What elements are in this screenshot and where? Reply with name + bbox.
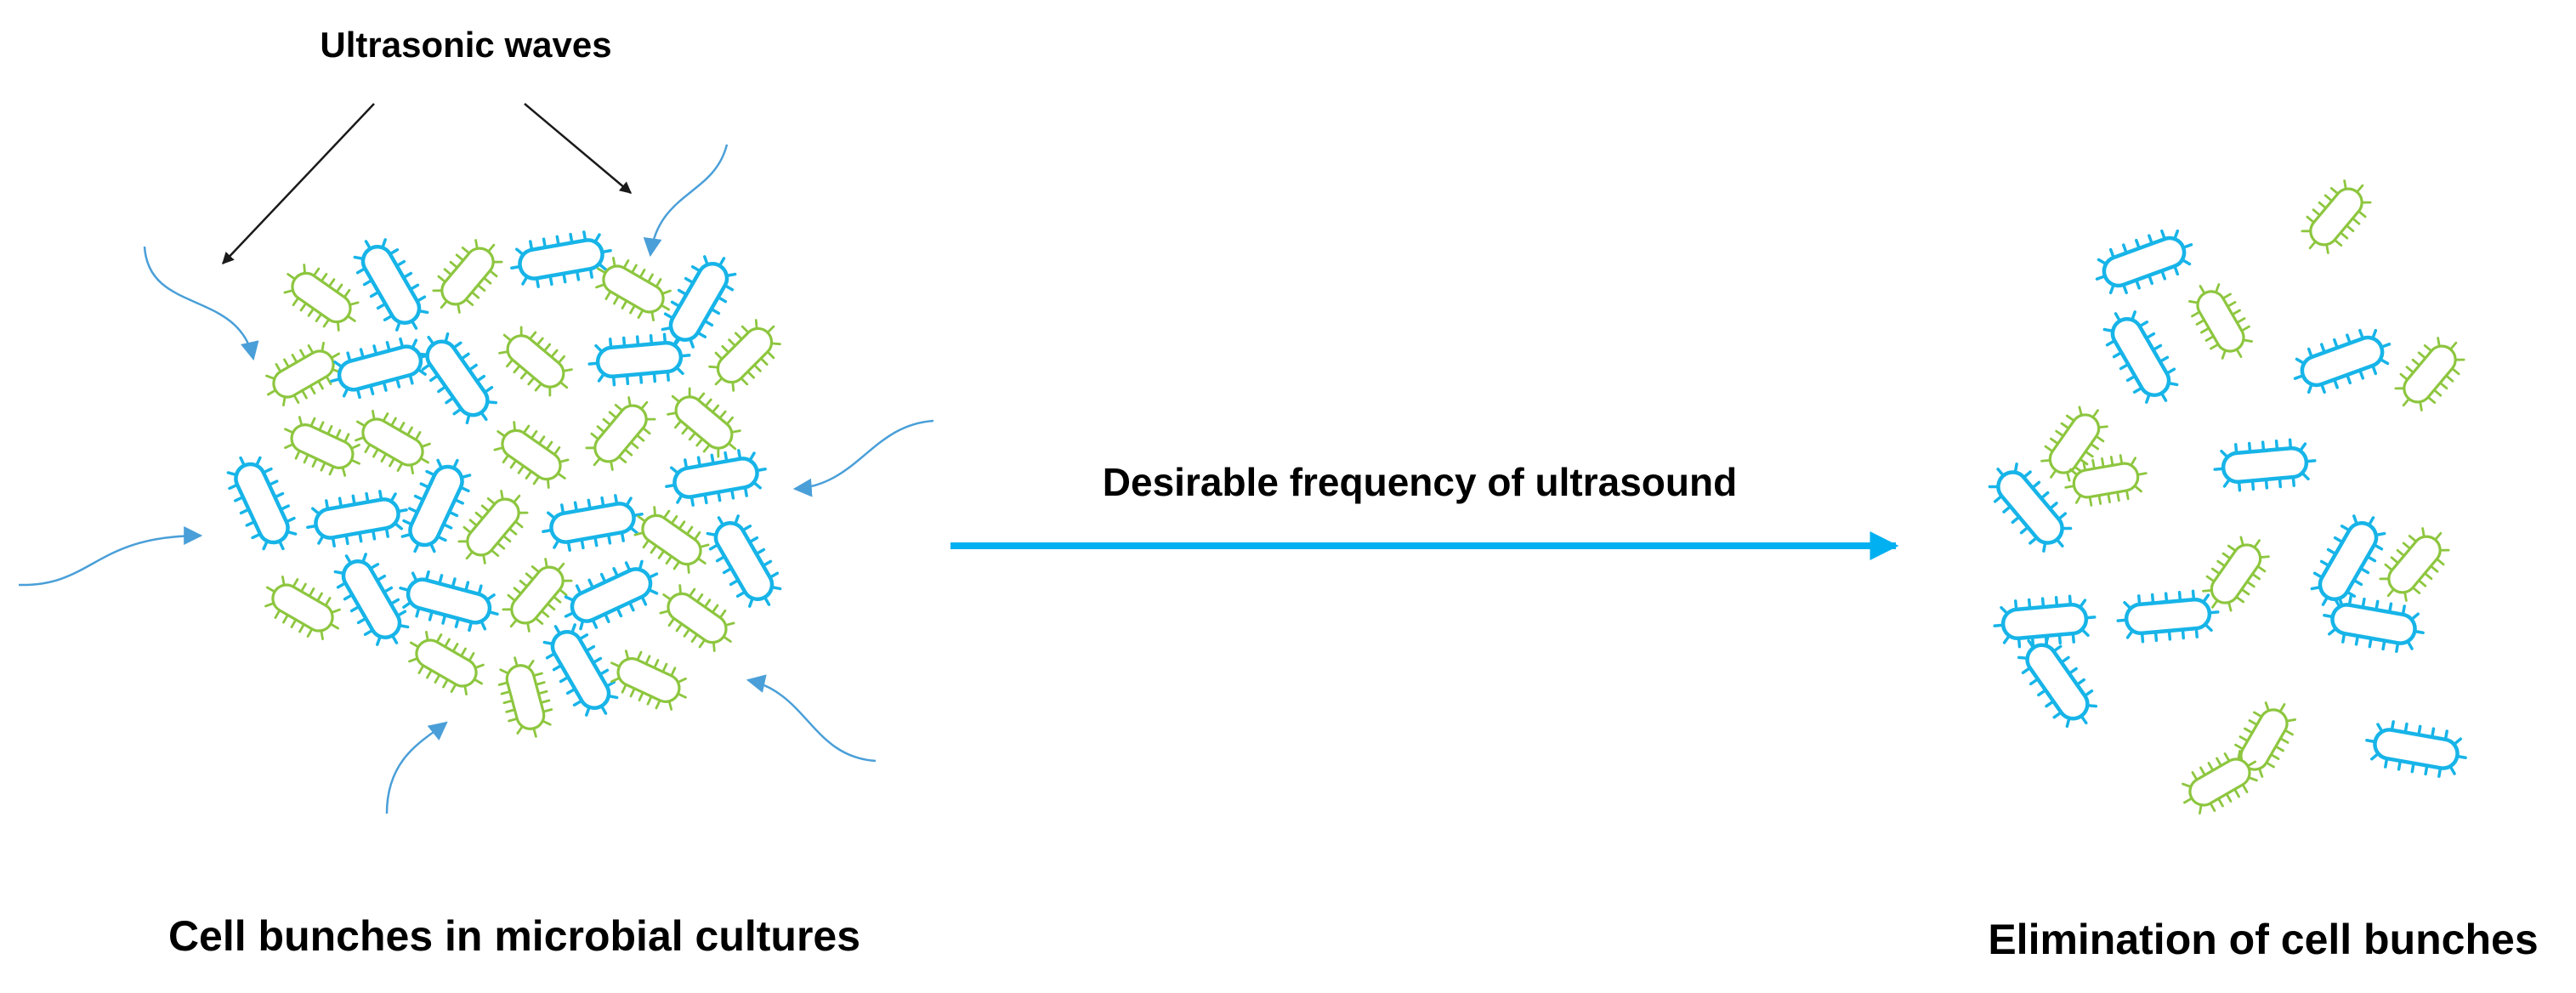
curved-wave-arrow-icon [385,721,448,814]
rod-bacterium-icon [400,458,472,553]
rod-bacterium-icon [284,416,360,477]
rod-bacterium-icon [498,326,573,397]
rod-bacterium-icon [610,650,687,711]
rod-bacterium-icon [1988,462,2073,553]
rod-bacterium-icon [333,553,410,646]
rod-bacterium-icon [2394,337,2465,411]
rod-bacterium-icon [2365,720,2467,778]
rod-bacterium-icon [2323,595,2425,653]
rod-bacterium-icon [355,410,431,474]
rod-bacterium-icon [457,490,529,565]
rod-bacterium-icon [283,264,360,332]
rod-bacterium-icon [667,387,741,458]
rod-bacterium-icon [2017,635,2098,729]
pointer-arrow-left [222,103,375,265]
rod-bacterium-icon [564,559,659,631]
right-caption: Elimination of cell bunches [1988,916,2538,963]
rod-bacterium-icon [542,623,619,717]
rod-bacterium-icon [2202,536,2270,612]
curved-wave-arrow-icon [643,144,729,258]
rod-bacterium-icon [708,319,781,392]
rod-bacterium-icon [661,255,737,349]
rod-bacterium-icon [353,238,429,332]
curved-wave-arrow-icon [143,246,259,361]
rod-bacterium-icon [2310,514,2386,608]
rod-bacterium-icon [633,506,710,574]
pointer-arrow-right [524,103,633,194]
curved-wave-arrow-icon [746,674,877,763]
rod-bacterium-icon [542,494,644,552]
scattered-cells [1988,179,2467,814]
rod-bacterium-icon [432,239,503,314]
rod-bacterium-icon [587,332,691,387]
curved-wave-arrow-icon [792,419,934,497]
rod-bacterium-icon [408,631,485,695]
rod-bacterium-icon [2301,179,2372,254]
rod-bacterium-icon [2213,438,2317,492]
left-caption: Cell bunches in microbial cultures [168,912,860,960]
rod-bacterium-icon [265,342,342,406]
rod-bacterium-icon [2293,328,2392,394]
cell-cluster [226,230,782,738]
rod-bacterium-icon [2040,406,2108,482]
wave-arrows [18,144,934,814]
rod-bacterium-icon [665,449,767,507]
rod-bacterium-icon [510,230,612,288]
process-label: Desirable frequency of ultrasound [1103,460,1737,504]
rod-bacterium-icon [497,656,553,738]
rod-bacterium-icon [659,584,735,652]
curved-wave-arrow-icon [18,526,203,587]
rod-bacterium-icon [706,514,782,608]
ultrasonic-waves-label: Ultrasonic waves [320,25,611,65]
rod-bacterium-icon [2182,750,2258,814]
rod-bacterium-icon [585,396,656,471]
rod-bacterium-icon [2102,310,2179,404]
rod-bacterium-icon [330,337,430,400]
rod-bacterium-icon [306,490,408,548]
rod-bacterium-icon [1993,594,2097,649]
rod-bacterium-icon [2095,229,2193,295]
rod-bacterium-icon [399,570,499,633]
rod-bacterium-icon [595,257,672,321]
rod-bacterium-icon [264,576,341,640]
rod-bacterium-icon [226,456,298,551]
rod-bacterium-icon [2379,527,2450,602]
rod-bacterium-icon [493,421,570,489]
rod-bacterium-icon [2188,283,2253,360]
rod-bacterium-icon [417,332,498,425]
rod-bacterium-icon [2064,454,2148,507]
rod-bacterium-icon [2116,589,2220,644]
rod-bacterium-icon [502,558,573,633]
